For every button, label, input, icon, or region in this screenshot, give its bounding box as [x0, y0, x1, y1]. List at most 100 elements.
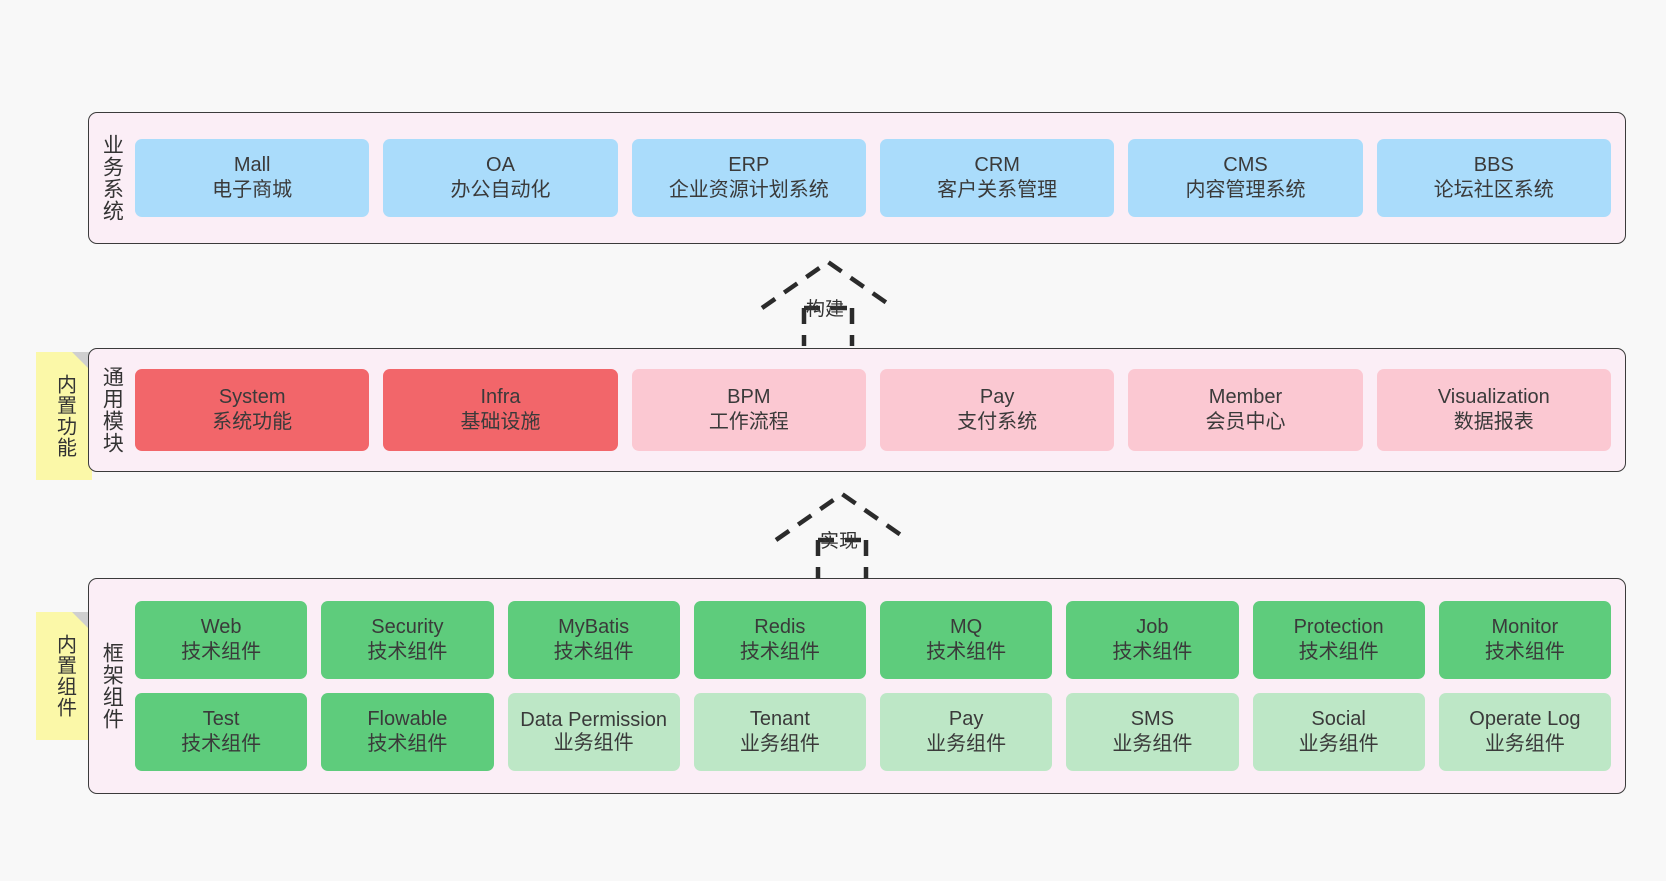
card-title-cn: 技术组件 [926, 641, 1007, 663]
layer-title-common-modules: 通用模块 [100, 366, 124, 454]
card-title-en: Security [371, 616, 444, 638]
layer-body-business-systems: Mall 电子商城 OA 办公自动化 ERP 企业资源计划系统 CRM 客户关系… [133, 113, 1625, 243]
layer-business-systems: 业务系统 Mall 电子商城 OA 办公自动化 ERP 企业资源计划系统 CRM… [88, 112, 1626, 244]
card-title-cn: 业务组件 [553, 731, 634, 754]
card-title-en: Redis [754, 616, 806, 638]
card-title-en: CMS [1223, 154, 1268, 176]
arrow-build-label: 构建 [806, 299, 845, 320]
arrow-build: 构建 [758, 258, 898, 348]
layer-title-framework-components: 框架组件 [100, 642, 124, 730]
layer-title-business-systems: 业务系统 [100, 134, 124, 222]
framework-row-business: Test 技术组件 Flowable 技术组件 Data Permission … [135, 693, 1611, 771]
card-crm[interactable]: CRM 客户关系管理 [879, 139, 1115, 217]
note-builtin-components: 内置组件 [36, 612, 92, 740]
card-title-en: Pay [979, 386, 1015, 408]
card-sms[interactable]: SMS 业务组件 [1066, 693, 1239, 771]
layer-common-modules: 通用模块 System 系统功能 Infra 基础设施 BPM 工作流程 Pay… [88, 348, 1626, 472]
card-redis[interactable]: Redis 技术组件 [693, 601, 866, 679]
layer-framework-components: 框架组件 Web 技术组件 Security 技术组件 MyBatis 技术组件… [88, 578, 1626, 794]
card-title-en: ERP [728, 154, 770, 176]
card-title-en: SMS [1130, 708, 1175, 730]
card-title-cn: 内容管理系统 [1185, 179, 1306, 201]
card-title-en: Tenant [749, 708, 810, 730]
card-data-permission[interactable]: Data Permission 业务组件 [507, 693, 680, 771]
card-title-cn: 技术组件 [181, 641, 262, 663]
card-title-cn: 技术组件 [367, 733, 448, 755]
card-title-en: Infra [480, 386, 521, 408]
card-title-en: Flowable [367, 708, 448, 730]
card-oa[interactable]: OA 办公自动化 [383, 139, 618, 217]
card-title-cn: 技术组件 [1484, 641, 1565, 663]
card-title-en: Social [1311, 708, 1366, 730]
card-member[interactable]: Member 会员中心 [1128, 369, 1363, 451]
card-bbs[interactable]: BBS 论坛社区系统 [1376, 139, 1611, 217]
card-title-cn: 业务组件 [926, 733, 1007, 755]
card-title-cn: 会员中心 [1205, 411, 1286, 433]
card-title-cn: 电子商城 [212, 179, 293, 201]
card-flowable[interactable]: Flowable 技术组件 [321, 693, 494, 771]
card-title-cn: 基础设施 [460, 411, 541, 433]
card-pay[interactable]: Pay 支付系统 [879, 369, 1115, 451]
card-title-cn: 技术组件 [367, 641, 448, 663]
note-label: 内置功能 [53, 374, 76, 458]
card-monitor[interactable]: Monitor 技术组件 [1438, 601, 1611, 679]
card-erp[interactable]: ERP 企业资源计划系统 [631, 139, 866, 217]
card-pay-business[interactable]: Pay 业务组件 [880, 693, 1053, 771]
card-title-cn: 技术组件 [1112, 641, 1193, 663]
card-job[interactable]: Job 技术组件 [1066, 601, 1239, 679]
card-security[interactable]: Security 技术组件 [321, 601, 494, 679]
card-title-en: Member [1208, 386, 1283, 408]
card-title-en: Job [1136, 616, 1169, 638]
note-fold-icon [72, 352, 92, 372]
card-title-en: Monitor [1491, 616, 1559, 638]
card-cms[interactable]: CMS 内容管理系统 [1128, 139, 1363, 217]
card-mybatis[interactable]: MyBatis 技术组件 [507, 601, 680, 679]
card-title-en: BBS [1473, 154, 1514, 176]
card-mall[interactable]: Mall 电子商城 [135, 139, 370, 217]
card-infra[interactable]: Infra 基础设施 [383, 369, 618, 451]
card-operate-log[interactable]: Operate Log 业务组件 [1438, 693, 1611, 771]
card-title-en: Pay [948, 708, 984, 730]
note-builtin-features: 内置功能 [36, 352, 92, 480]
arrow-implement-label: 实现 [820, 531, 859, 552]
card-test[interactable]: Test 技术组件 [135, 693, 308, 771]
card-title-en: Data Permission [520, 708, 667, 731]
card-title-en: Test [202, 708, 240, 730]
card-visualization[interactable]: Visualization 数据报表 [1376, 369, 1611, 451]
layer-body-framework-components: Web 技术组件 Security 技术组件 MyBatis 技术组件 Redi… [133, 579, 1625, 793]
card-mq[interactable]: MQ 技术组件 [880, 601, 1053, 679]
framework-row-technical: Web 技术组件 Security 技术组件 MyBatis 技术组件 Redi… [135, 601, 1611, 679]
card-title-cn: 工作流程 [708, 411, 789, 433]
layer-body-common-modules: System 系统功能 Infra 基础设施 BPM 工作流程 Pay 支付系统… [133, 349, 1625, 471]
card-title-en: Visualization [1437, 386, 1550, 408]
card-title-cn: 技术组件 [181, 733, 262, 755]
arrow-implement-glyph [774, 491, 910, 578]
card-bpm[interactable]: BPM 工作流程 [631, 369, 866, 451]
card-title-cn: 业务组件 [1484, 733, 1565, 755]
card-title-cn: 技术组件 [1298, 641, 1379, 663]
card-title-cn: 业务组件 [739, 733, 820, 755]
card-protection[interactable]: Protection 技术组件 [1252, 601, 1425, 679]
card-social[interactable]: Social 业务组件 [1252, 693, 1425, 771]
card-title-cn: 客户关系管理 [937, 179, 1058, 201]
card-title-cn: 数据报表 [1453, 411, 1534, 433]
card-title-cn: 业务组件 [1298, 733, 1379, 755]
card-title-en: Web [200, 616, 242, 638]
card-title-en: Operate Log [1469, 708, 1581, 730]
card-system[interactable]: System 系统功能 [135, 369, 370, 451]
card-title-cn: 业务组件 [1112, 733, 1193, 755]
card-title-en: CRM [974, 154, 1020, 176]
arrow-implement: 实现 [772, 490, 912, 580]
card-title-en: MyBatis [558, 616, 630, 638]
card-title-en: BPM [727, 386, 771, 408]
card-title-cn: 技术组件 [553, 641, 634, 663]
card-title-cn: 办公自动化 [450, 179, 551, 201]
card-title-cn: 论坛社区系统 [1433, 179, 1554, 201]
card-title-en: Protection [1293, 616, 1384, 638]
card-title-cn: 企业资源计划系统 [668, 179, 829, 201]
card-title-cn: 系统功能 [212, 411, 293, 433]
card-tenant[interactable]: Tenant 业务组件 [693, 693, 866, 771]
note-label: 内置组件 [53, 634, 76, 718]
card-web[interactable]: Web 技术组件 [135, 601, 308, 679]
